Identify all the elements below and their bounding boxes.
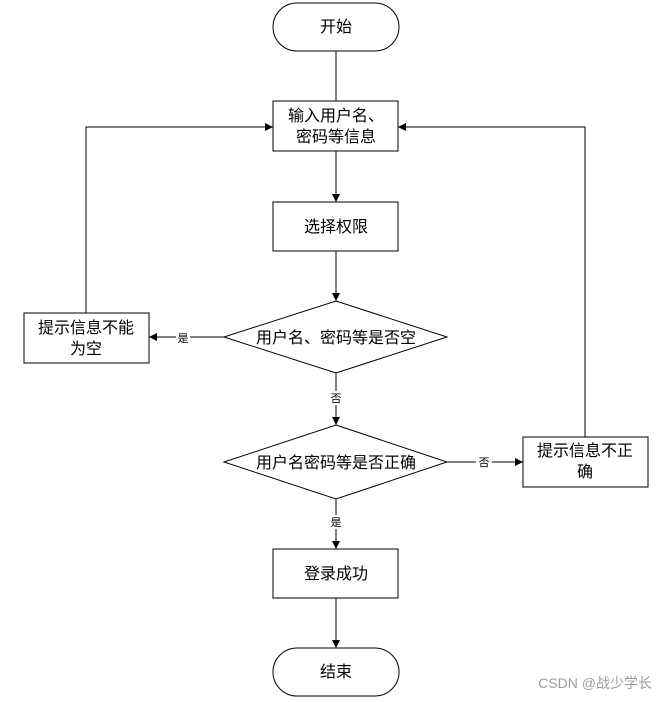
watermark: CSDN @战少学长 [538, 675, 652, 691]
check-empty-decision: 用户名、密码等是否空 [222, 300, 449, 374]
start-label: 开始 [320, 17, 352, 36]
edge-label-bg [476, 455, 492, 469]
check-correct-decision: 用户名密码等是否正确 [222, 424, 449, 500]
empty-message-line2: 为空 [70, 339, 102, 358]
edge-label-correct-yes: 是 [331, 516, 342, 529]
end-label: 结束 [320, 662, 352, 681]
edge-label-bg [328, 391, 344, 405]
edge-empty-message-back-to-input [85, 123, 273, 313]
wrong-message-node: 提示信息不正 确 [522, 436, 649, 488]
input-label-line2: 密码等信息 [296, 127, 376, 146]
edge-wrong-message-back-to-input [398, 123, 586, 437]
edge-label-bg [328, 515, 344, 529]
select-permission-node: 选择权限 [272, 201, 399, 252]
empty-message-node: 提示信息不能 为空 [23, 312, 150, 364]
edge-label-bg [176, 330, 190, 344]
input-credentials-node: 输入用户名、 密码等信息 [272, 100, 399, 152]
check-correct-label: 用户名密码等是否正确 [256, 453, 416, 472]
edge-label-correct-no: 否 [479, 456, 490, 469]
input-label-line1: 输入用户名、 [288, 106, 384, 125]
start-node: 开始 [272, 2, 400, 52]
empty-message-line1: 提示信息不能 [38, 318, 134, 337]
edge-label-empty-yes: 是 [178, 332, 189, 345]
edge-label-empty-no: 否 [331, 392, 342, 405]
wrong-message-line1: 提示信息不正 [537, 441, 633, 460]
end-node: 结束 [272, 647, 400, 697]
wrong-message-line2: 确 [577, 462, 593, 481]
login-success-node: 登录成功 [272, 548, 399, 599]
check-empty-label: 用户名、密码等是否空 [256, 328, 416, 347]
login-success-label: 登录成功 [304, 564, 368, 583]
select-permission-label: 选择权限 [304, 217, 368, 236]
